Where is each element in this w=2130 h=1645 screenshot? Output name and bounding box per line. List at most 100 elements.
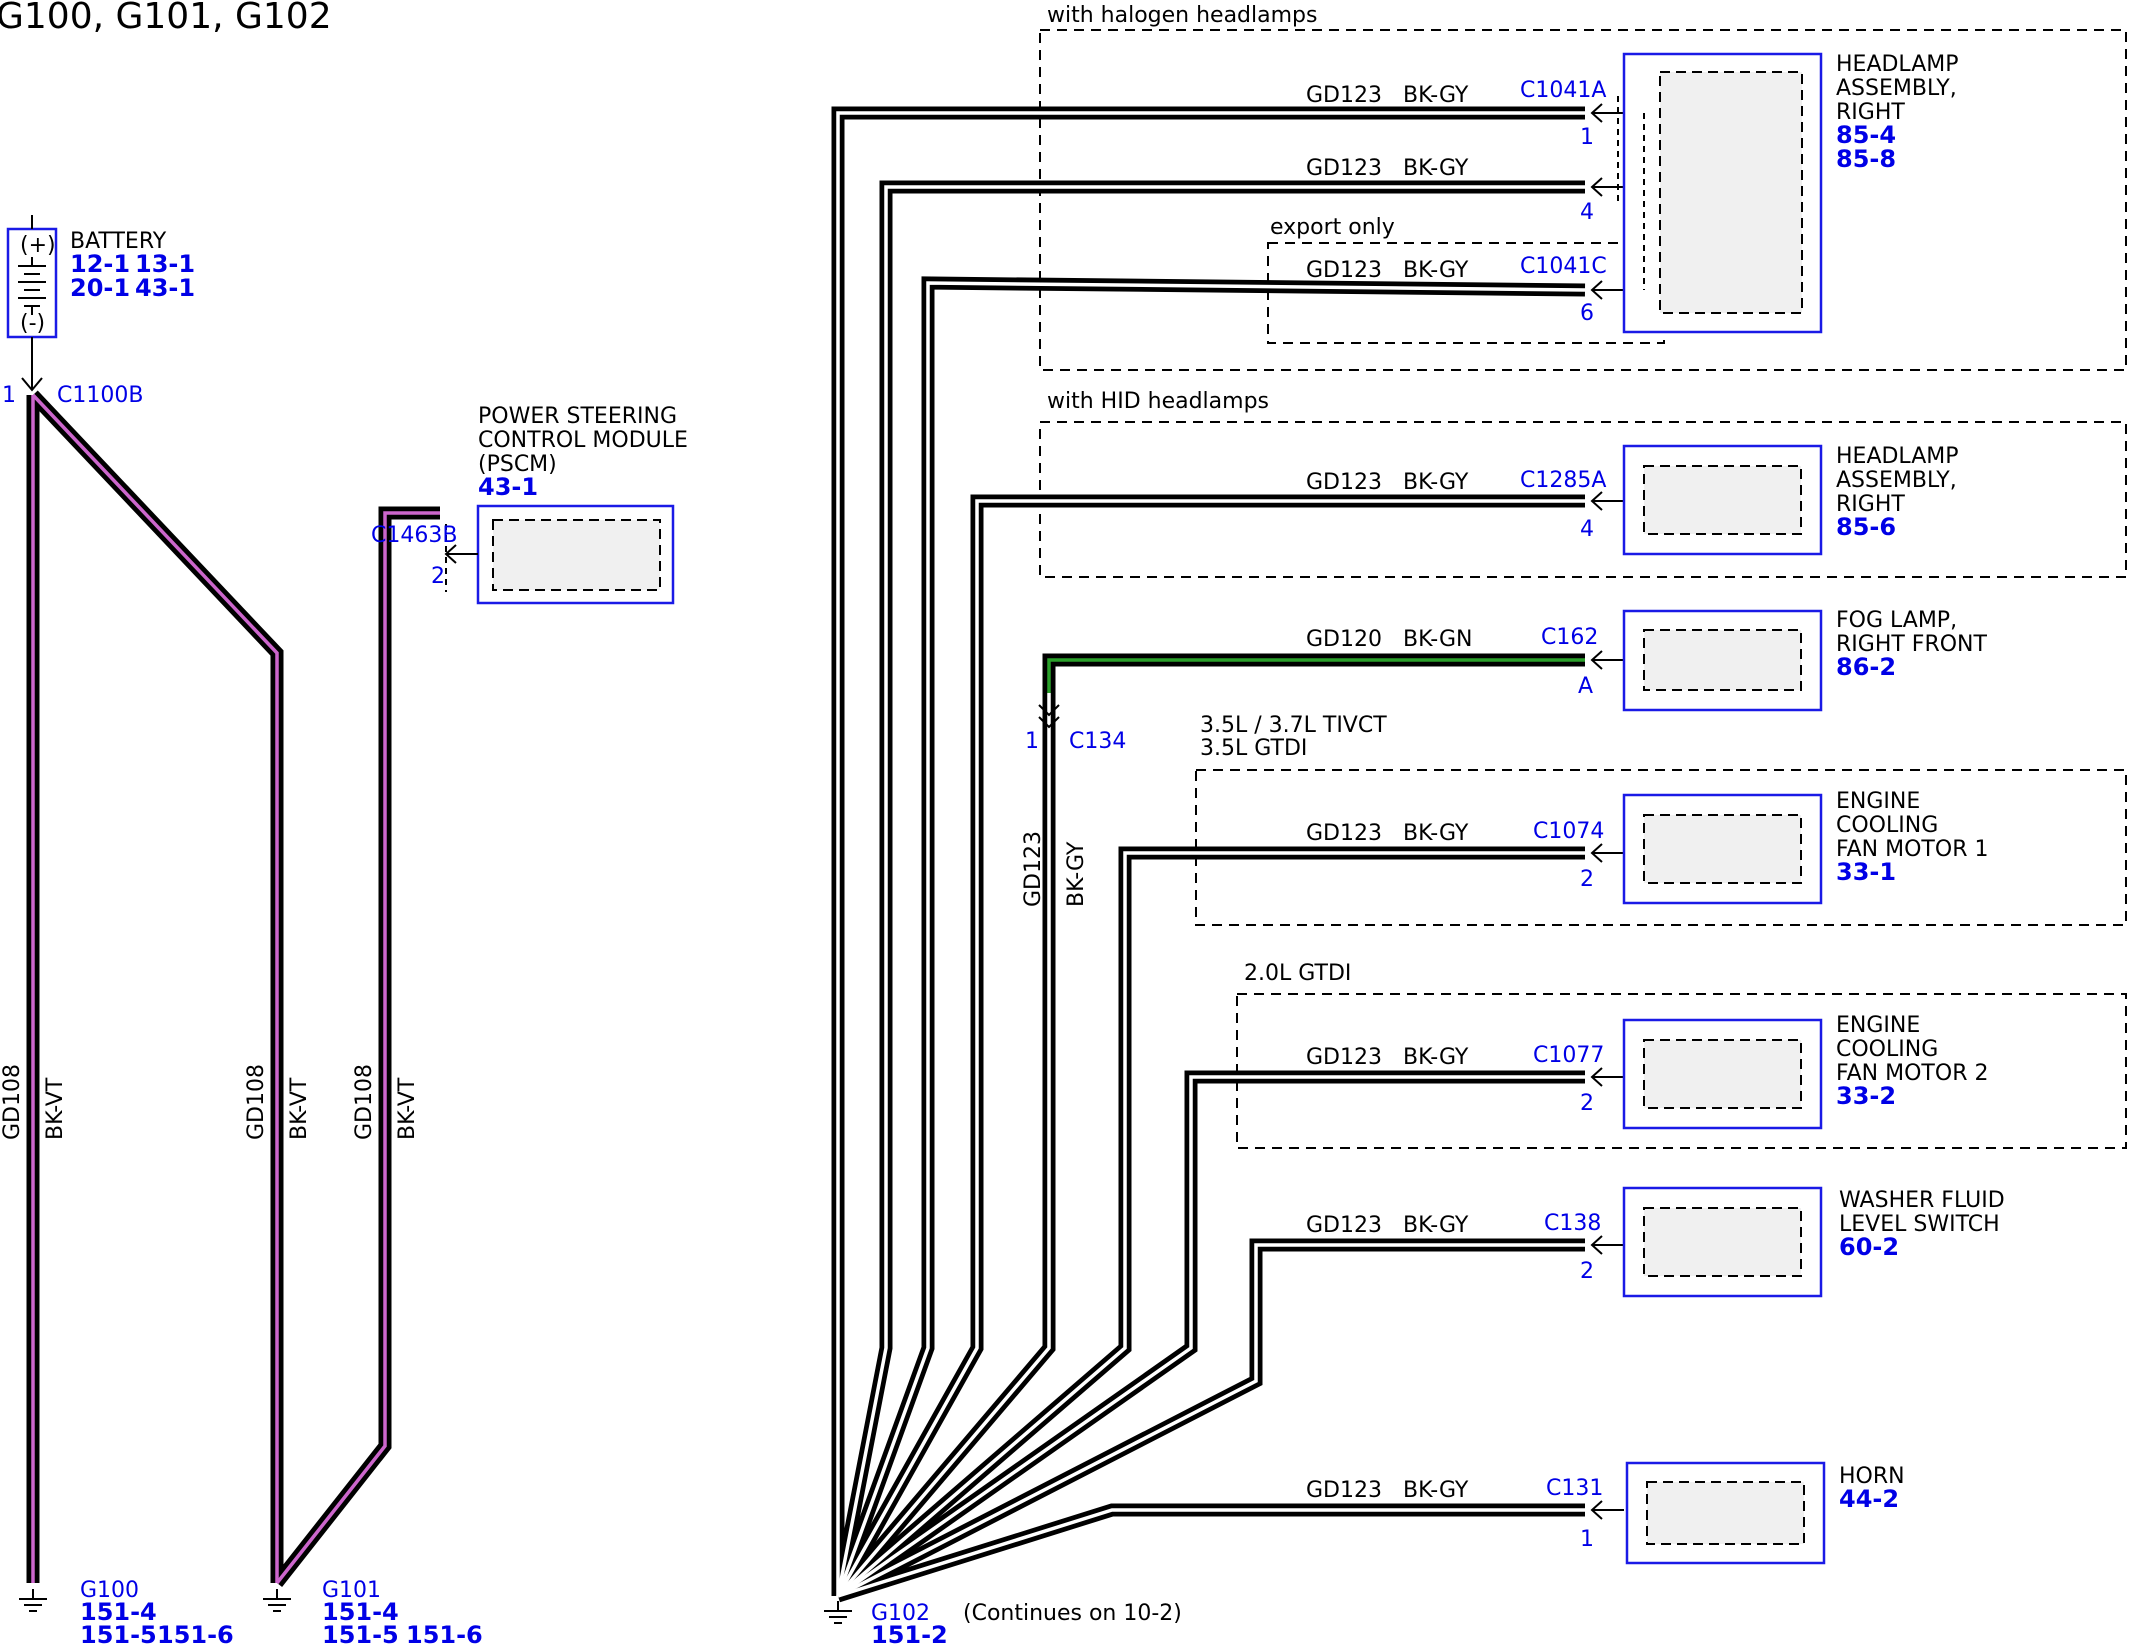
g100-ref-3[interactable]: 151-6: [157, 1621, 234, 1645]
horn-name: HORN: [1839, 1464, 1905, 1489]
wire-3-color: BK-VT: [395, 1077, 420, 1140]
branch-7-circuit: GD123: [1306, 1045, 1382, 1070]
fan-motor-2-name-1: ENGINE: [1836, 1013, 1920, 1038]
wire-2-circuit: GD108: [244, 1064, 269, 1140]
branch-8-color: BK-GY: [1403, 1213, 1469, 1238]
pin-arrow-icon: [1591, 280, 1625, 300]
pscm-name-3: (PSCM): [478, 452, 557, 477]
headlamp-halogen-name-1: HEADLAMP: [1836, 52, 1959, 77]
option-label-2l-gtdi: 2.0L GTDI: [1244, 961, 1351, 986]
g101-ref-2[interactable]: 151-5: [322, 1621, 399, 1645]
branch-1-pin: 1: [1580, 125, 1594, 150]
branch-3-connector[interactable]: C1041C: [1520, 254, 1607, 279]
g100-label[interactable]: G100: [80, 1578, 139, 1603]
branch-6-circuit: GD123: [1306, 821, 1382, 846]
branch-2-circuit: GD123: [1306, 156, 1382, 181]
branch-3-color: BK-GY: [1403, 258, 1469, 283]
option-label-hid: with HID headlamps: [1047, 389, 1269, 414]
wire-3-circuit: GD108: [352, 1064, 377, 1140]
headlamp-hid-name-1: HEADLAMP: [1836, 444, 1959, 469]
component-fog-lamp: FOG LAMP, RIGHT FRONT 86-2: [1622, 608, 1988, 712]
pin-arrow-icon: [1591, 177, 1625, 197]
pscm: POWER STEERING CONTROL MODULE (PSCM) 43-…: [371, 404, 688, 605]
pin-arrow-icon: [1591, 103, 1625, 123]
branch-1-circuit: GD123: [1306, 83, 1382, 108]
fan-motor-2-name-2: COOLING: [1836, 1037, 1938, 1062]
washer-switch-ref[interactable]: 60-2: [1839, 1233, 1899, 1261]
battery-ref-2[interactable]: 13-1: [135, 250, 195, 278]
c134-connector: 1 C134 GD123 BK-GY: [1021, 704, 1126, 907]
c1463b-pin: 2: [431, 564, 445, 589]
branch-4-circuit: GD123: [1306, 470, 1382, 495]
g101-label[interactable]: G101: [322, 1578, 381, 1603]
headlamp-hid-name-2: ASSEMBLY,: [1836, 468, 1957, 493]
branch-6-connector[interactable]: C1074: [1533, 819, 1604, 844]
branch-2-pin: 4: [1580, 200, 1594, 225]
fog-lamp-name-2: RIGHT FRONT: [1836, 632, 1988, 657]
fan-motor-1-inner: [1643, 814, 1802, 884]
component-fan-motor-2: ENGINE COOLING FAN MOTOR 2 33-2: [1622, 1013, 1988, 1130]
g102-ref[interactable]: 151-2: [871, 1621, 948, 1645]
pin-arrow-icon: [1591, 650, 1625, 670]
headlamp-hid-ref[interactable]: 85-6: [1836, 513, 1896, 541]
fan-motor-1-ref[interactable]: 33-1: [1836, 858, 1896, 886]
battery-symbol: [18, 257, 46, 315]
pin-arrow-icon: [1591, 843, 1625, 863]
c1100b-arrow-icon: [21, 377, 43, 392]
c134-label[interactable]: C134: [1069, 729, 1126, 754]
g102-continues-note[interactable]: (Continues on 10-2): [963, 1601, 1182, 1626]
washer-switch-inner: [1643, 1207, 1802, 1277]
branch-5-connector[interactable]: C162: [1541, 625, 1598, 650]
c134-color: BK-GY: [1064, 841, 1089, 907]
branch-7-color: BK-GY: [1403, 1045, 1469, 1070]
component-horn: HORN 44-2: [1625, 1461, 1905, 1565]
branch-9-connector[interactable]: C131: [1546, 1476, 1603, 1501]
branch-4-pin: 4: [1580, 517, 1594, 542]
headlamp-halogen-ref-2[interactable]: 85-8: [1836, 145, 1896, 173]
branch-8-circuit: GD123: [1306, 1213, 1382, 1238]
pin-arrow-icon: [1591, 1067, 1625, 1087]
c134-arrow-icon: [1038, 704, 1060, 717]
g100-ref-2[interactable]: 151-5: [80, 1621, 157, 1645]
horn-ref[interactable]: 44-2: [1839, 1485, 1899, 1513]
option-label-halogen: with halogen headlamps: [1047, 3, 1317, 28]
wire-1-circuit: GD108: [0, 1064, 25, 1140]
wire-1-color: BK-VT: [43, 1077, 68, 1140]
branch-7-connector[interactable]: C1077: [1533, 1043, 1604, 1068]
battery-plus: (+): [20, 233, 56, 258]
headlamp-halogen-name-3: RIGHT: [1836, 100, 1905, 125]
battery-ref-3[interactable]: 20-1: [70, 274, 130, 302]
branch-8-connector[interactable]: C138: [1544, 1211, 1601, 1236]
component-headlamp-halogen: HEADLAMP ASSEMBLY, RIGHT 85-4 85-8: [1622, 52, 1959, 334]
fog-lamp-ref[interactable]: 86-2: [1836, 653, 1896, 681]
branch-4-color: BK-GY: [1403, 470, 1469, 495]
battery-ref-1[interactable]: 12-1: [70, 250, 130, 278]
branch-1-connector[interactable]: C1041A: [1520, 78, 1606, 103]
g102-label[interactable]: G102: [871, 1601, 930, 1626]
c1100b-connector[interactable]: C1100B: [57, 383, 143, 408]
pscm-ref[interactable]: 43-1: [478, 473, 538, 501]
washer-switch-name-2: LEVEL SWITCH: [1839, 1212, 2000, 1237]
branch-labels: GD123 BK-GY C1041A 1 GD123 BK-GY 4 GD123…: [1306, 78, 1607, 1552]
g101-ref-1[interactable]: 151-4: [322, 1598, 399, 1626]
branch-2-color: BK-GY: [1403, 156, 1469, 181]
branch-1-color: BK-GY: [1403, 83, 1469, 108]
battery-minus: (-): [20, 311, 45, 336]
battery-label: BATTERY: [70, 229, 167, 254]
ground-icon: [262, 1588, 292, 1612]
fan-motor-1-name-1: ENGINE: [1836, 789, 1920, 814]
pin-arrow-icon: [1591, 491, 1625, 511]
branch-5-color: BK-GN: [1403, 627, 1472, 652]
ground-g100: G100 151-4 151-5 151-6: [18, 1578, 234, 1645]
headlamp-halogen-ref-1[interactable]: 85-4: [1836, 121, 1896, 149]
g100-ref-1[interactable]: 151-4: [80, 1598, 157, 1626]
wire-layer: [26, 106, 1586, 1603]
battery-ref-4[interactable]: 43-1: [135, 274, 195, 302]
c1463b-connector[interactable]: C1463B: [371, 523, 457, 548]
g101-ref-3[interactable]: 151-6: [406, 1621, 483, 1645]
battery: (+) (-) BATTERY 12-1 13-1 20-1 43-1 1 C1…: [2, 215, 195, 408]
branch-6-pin: 2: [1580, 867, 1594, 892]
fan-motor-2-ref[interactable]: 33-2: [1836, 1082, 1896, 1110]
branch-4-connector[interactable]: C1285A: [1520, 468, 1606, 493]
branch-5-circuit: GD120: [1306, 627, 1382, 652]
